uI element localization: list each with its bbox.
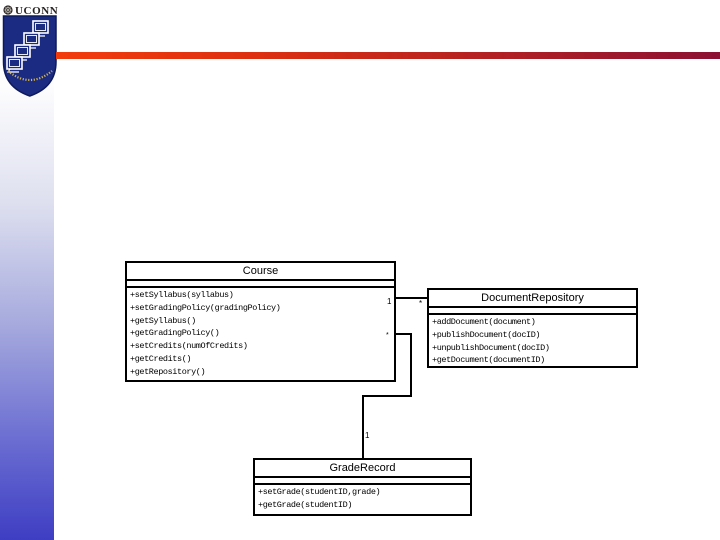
red-accent-rule <box>56 52 720 59</box>
uml-method: +setGradingPolicy(gradingPolicy) <box>130 302 281 313</box>
uml-method: +getGrade(studentID) <box>258 499 353 510</box>
association-course-graderecord-line <box>362 395 364 458</box>
uml-method: +getCredits() <box>130 353 192 364</box>
uml-method: +getGradingPolicy() <box>130 328 220 339</box>
uml-method: +addDocument(document) <box>432 317 536 327</box>
uconn-seal-icon <box>3 2 13 20</box>
uml-class-title: GradeRecord <box>255 460 470 478</box>
uml-methods-compartment: +addDocument(document) +publishDocument(d… <box>429 315 636 367</box>
uml-class-grade-record: GradeRecord +setGrade(studentID,grade) +g… <box>253 458 472 516</box>
uconn-wordmark: UCONN <box>3 2 58 20</box>
uml-attributes-compartment <box>429 308 636 315</box>
uml-methods-compartment: +setGrade(studentID,grade) +getGrade(stud… <box>255 485 470 512</box>
uconn-wordmark-text: UCONN <box>15 5 59 17</box>
multiplicity-label: 1 <box>387 297 392 306</box>
uml-method: +unpublishDocument(docID) <box>432 342 550 353</box>
uml-method: +getSyllabus() <box>130 315 196 326</box>
association-course-repository-line <box>396 297 427 299</box>
multiplicity-label: * <box>419 299 423 308</box>
uml-class-document-repository: DocumentRepository +addDocument(document… <box>427 288 638 368</box>
association-course-graderecord-line <box>410 333 412 397</box>
uml-attributes-compartment <box>255 478 470 485</box>
association-course-graderecord-line <box>362 395 412 397</box>
multiplicity-label: 1 <box>365 431 370 440</box>
uml-method: +setCredits(numOfCredits) <box>130 341 248 352</box>
uml-class-course: Course +setSyllabus(syllabus) +setGrading… <box>125 261 396 382</box>
uml-method: +setGrade(studentID,grade) <box>258 487 381 497</box>
uml-class-title: DocumentRepository <box>429 290 636 308</box>
uml-attributes-compartment <box>127 281 394 288</box>
engineering-crest-icon <box>2 15 58 103</box>
uml-method: +publishDocument(docID) <box>432 329 541 340</box>
uml-method: +getDocument(documentID) <box>432 355 545 366</box>
uml-method: +setSyllabus(syllabus) <box>130 290 234 300</box>
multiplicity-label: * <box>386 332 389 339</box>
uml-class-title: Course <box>127 263 394 281</box>
association-course-graderecord-line <box>396 333 412 335</box>
uml-method: +getRepository() <box>130 366 206 377</box>
uml-methods-compartment: +setSyllabus(syllabus) +setGradingPolicy(… <box>127 288 394 379</box>
